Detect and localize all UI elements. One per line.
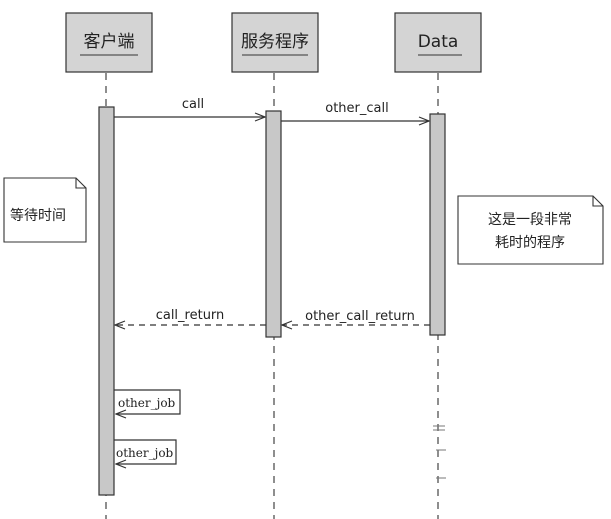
note-long-program-line2: 耗时的程序: [495, 235, 565, 251]
message-call-return-label: call_return: [156, 308, 225, 323]
participant-client[interactable]: 客户端: [65, 12, 153, 73]
self-call-other-job-1-label: other_job: [118, 396, 176, 410]
participant-data-label: Data: [418, 32, 459, 52]
participant-service-label: 服务程序: [241, 32, 309, 52]
participant-client-label: 客户端: [84, 32, 135, 52]
note-wait-time-text: 等待时间: [10, 207, 66, 224]
note-long-program: 这是一段非常 耗时的程序: [457, 195, 604, 265]
note-wait-time: 等待时间: [3, 177, 87, 243]
participant-service[interactable]: 服务程序: [231, 12, 319, 73]
message-call-return: call_return: [115, 308, 266, 325]
self-call-other-job-2: other_job: [114, 439, 177, 464]
message-other-call-return-label: other_call_return: [305, 309, 415, 324]
message-other-call: other_call: [281, 101, 429, 121]
data-lifeline-marks: [433, 425, 446, 479]
message-call-label: call: [182, 97, 204, 112]
message-other-call-label: other_call: [325, 101, 388, 116]
message-other-call-return: other_call_return: [282, 309, 430, 325]
note-long-program-line1: 这是一段非常: [488, 211, 572, 228]
activation-service: [265, 110, 282, 338]
activation-data: [429, 113, 446, 336]
self-call-other-job-1: other_job: [114, 389, 181, 414]
participant-data[interactable]: Data: [394, 12, 482, 73]
self-call-other-job-2-label: other_job: [116, 446, 174, 460]
message-call: call: [114, 97, 265, 117]
activation-client: [98, 106, 115, 496]
